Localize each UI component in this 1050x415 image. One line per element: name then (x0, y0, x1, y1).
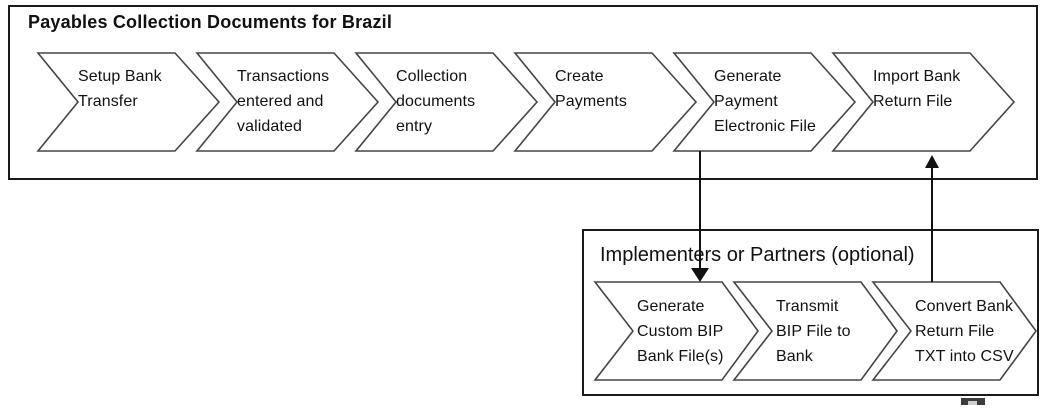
chevron-shape (672, 52, 857, 152)
step-generate-custom-bip-file: Generate Custom BIP Bank File(s) (593, 281, 759, 381)
chevron-shape (593, 281, 759, 381)
step-collection-documents-entry: Collection documents entry (354, 52, 539, 152)
step-create-payments: Create Payments (513, 52, 698, 152)
step-label: Generate Payment Electronic File (714, 68, 816, 135)
connector-up-line (931, 167, 933, 282)
arrowhead-up-icon (925, 155, 939, 168)
step-label: Collection documents entry (396, 68, 476, 135)
step-label: Import Bank Return File (873, 68, 961, 110)
step-label: Transactions entered and validated (237, 68, 330, 135)
step-label: Convert Bank Return File TXT into CSV (915, 298, 1014, 365)
step-import-bank-return-file: Import Bank Return File (831, 52, 1016, 152)
chevron-shape (36, 52, 221, 152)
chevron-shape (732, 281, 898, 381)
step-generate-payment-file: Generate Payment Electronic File (672, 52, 857, 152)
arrowhead-down-icon (691, 268, 709, 282)
partners-group-title: Implementers or Partners (optional) (600, 244, 915, 266)
step-label: Generate Custom BIP Bank File(s) (637, 298, 724, 365)
step-transmit-bip-file: Transmit BIP File to Bank (732, 281, 898, 381)
step-convert-bank-return-file: Convert Bank Return File TXT into CSV (871, 281, 1037, 381)
stray-mark-artifact (961, 398, 985, 405)
step-transactions-entered: Transactions entered and validated (195, 52, 380, 152)
connector-down-line (699, 151, 701, 268)
step-label: Setup Bank Transfer (78, 68, 162, 110)
step-setup-bank-transfer: Setup Bank Transfer (36, 52, 221, 152)
chevron-shape (871, 281, 1037, 381)
chevron-shape (513, 52, 698, 152)
chevron-shape (354, 52, 539, 152)
step-label: Create Payments (555, 68, 627, 110)
chevron-shape (831, 52, 1016, 152)
chevron-shape (195, 52, 380, 152)
step-label: Transmit BIP File to Bank (776, 298, 851, 365)
payables-group-title: Payables Collection Documents for Brazil (28, 12, 393, 32)
